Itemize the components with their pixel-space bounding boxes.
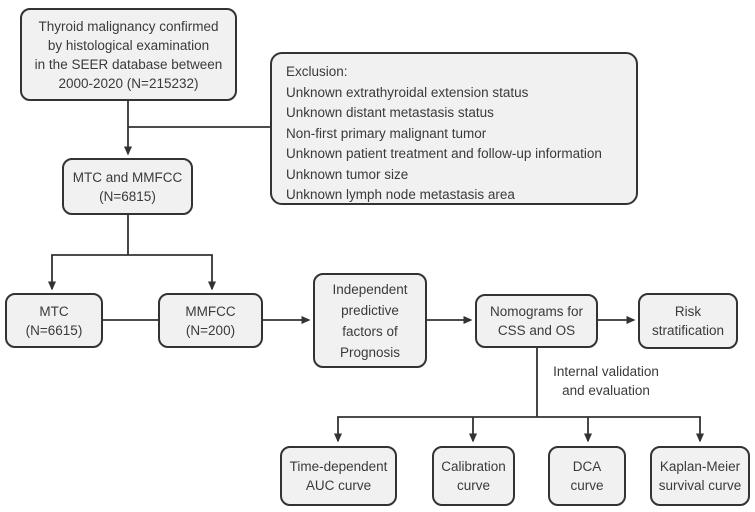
node-text-line: 2000-2020 (N=215232) — [58, 75, 199, 91]
node-risk-stratification: Risk stratification — [638, 293, 738, 349]
node-text-line: Independent — [332, 281, 408, 297]
node-text-line: (N=6615) — [25, 322, 83, 338]
node-text-line: Prognosis — [339, 344, 401, 360]
edge-label-internal-validation: Internal validation and evaluation — [540, 362, 672, 400]
node-exclusion-criteria: Exclusion: Unknown extrathyroidal extens… — [270, 52, 638, 205]
node-nomograms: Nomograms for CSS and OS — [475, 294, 598, 348]
node-predictive-factors: Independent predictive factors of Progno… — [313, 273, 427, 368]
node-text-line: DCA — [572, 459, 602, 474]
node-text-line: curve — [570, 478, 604, 493]
node-text-line: Unknown extrathyroidal extension status — [286, 84, 529, 100]
node-time-dependent-auc-curve: Time-dependent AUC curve — [280, 446, 397, 506]
node-text-line: (N=6815) — [99, 188, 156, 204]
node-text-line: Unknown distant metastasis status — [286, 105, 494, 120]
node-text-line: Kaplan-Meier — [659, 459, 741, 474]
node-text-line: MMFCC — [185, 303, 236, 319]
node-calibration-curve: Calibration curve — [432, 446, 515, 506]
node-text-line: by histological examination — [47, 37, 210, 53]
node-text-line: MTC — [39, 303, 69, 319]
node-text-line: factors of — [342, 323, 398, 339]
node-text-line: MTC and MMFCC — [72, 169, 183, 185]
node-text-line: survival curve — [658, 478, 742, 493]
node-text-line: predictive — [341, 302, 399, 318]
node-text-line: curve — [456, 478, 490, 493]
node-text-line: Time-dependent — [289, 459, 388, 474]
node-text-line: Exclusion: — [286, 64, 348, 79]
node-mtc: MTC (N=6615) — [5, 293, 103, 348]
node-mtc-and-mmfcc: MTC and MMFCC (N=6815) — [62, 158, 193, 215]
node-mmfcc: MMFCC (N=200) — [158, 293, 263, 348]
node-text-line: AUC curve — [305, 478, 372, 493]
node-text-line: CSS and OS — [497, 323, 576, 338]
node-text-line: Unknown patient treatment and follow-up … — [286, 146, 602, 161]
node-seer-cohort: Thyroid malignancy confirmed by histolog… — [20, 8, 237, 101]
node-text-line: Risk — [674, 304, 702, 319]
node-text-line: Nomograms for — [489, 304, 584, 319]
node-text-line: Thyroid malignancy confirmed — [38, 18, 219, 34]
node-text-line: Unknown lymph node metastasis area — [286, 187, 515, 202]
node-kaplan-meier-curve: Kaplan-Meier survival curve — [650, 446, 750, 506]
node-text-line: in the SEER database between — [34, 56, 223, 72]
edge-label-line: and evaluation — [562, 383, 650, 398]
node-dca-curve: DCA curve — [548, 446, 626, 506]
node-text-line: Calibration — [441, 459, 506, 474]
node-text-line: Non-first primary malignant tumor — [286, 125, 487, 141]
edge-label-line: Internal validation — [553, 364, 659, 379]
node-text-line: (N=200) — [185, 322, 236, 338]
node-text-line: stratification — [651, 323, 725, 338]
node-text-line: Unknown tumor size — [286, 166, 409, 182]
